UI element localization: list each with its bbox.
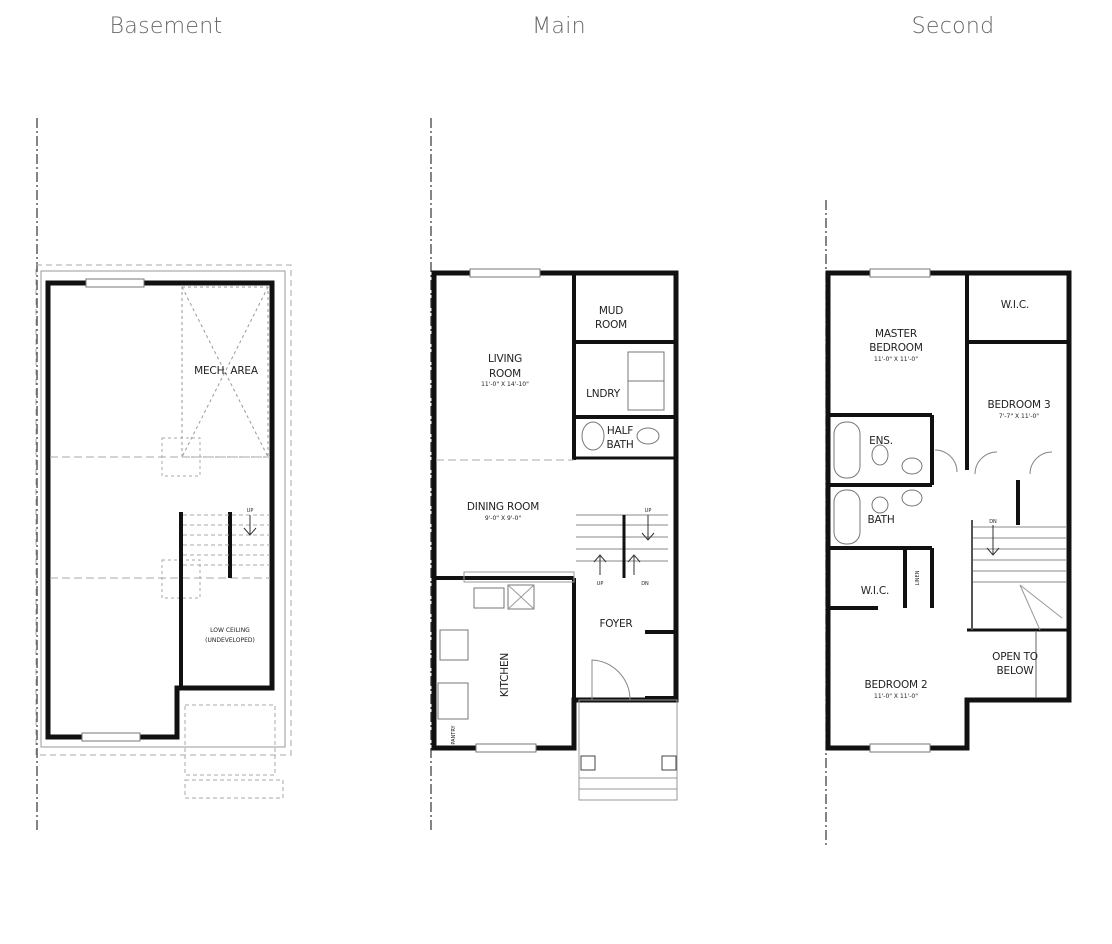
svg-text:UP: UP <box>247 508 254 514</box>
svg-text:BATH: BATH <box>606 439 633 451</box>
svg-text:(UNDEVELOPED): (UNDEVELOPED) <box>205 637 255 644</box>
svg-text:MECH. AREA: MECH. AREA <box>194 365 259 377</box>
svg-text:W.I.C.: W.I.C. <box>861 585 889 597</box>
svg-text:BEDROOM: BEDROOM <box>869 342 923 354</box>
svg-text:11'-0" X 11'-0": 11'-0" X 11'-0" <box>874 693 918 700</box>
svg-text:LOW CEILING: LOW CEILING <box>210 627 250 634</box>
svg-text:BEDROOM 2: BEDROOM 2 <box>864 679 927 691</box>
main-title: Main <box>532 14 586 39</box>
svg-text:FOYER: FOYER <box>599 618 632 630</box>
svg-text:7'-7" X 11'-0": 7'-7" X 11'-0" <box>999 413 1039 420</box>
svg-text:OPEN TO: OPEN TO <box>992 651 1038 663</box>
main-plan: MUD ROOM LIVING ROOM 11'-0" X 14'-10" LN… <box>430 118 679 830</box>
second-title: Second <box>911 14 995 39</box>
svg-text:LIVING: LIVING <box>488 353 522 365</box>
svg-text:UP: UP <box>597 581 604 587</box>
svg-text:ENS.: ENS. <box>869 435 893 447</box>
svg-text:DN: DN <box>641 581 649 587</box>
svg-text:BELOW: BELOW <box>997 665 1035 677</box>
svg-text:KITCHEN: KITCHEN <box>499 653 511 697</box>
svg-text:ROOM: ROOM <box>595 319 627 331</box>
second-plan: MASTER BEDROOM 11'-0" X 11'-0" W.I.C. BE… <box>825 200 1072 845</box>
svg-text:DINING ROOM: DINING ROOM <box>467 501 539 513</box>
svg-text:LNDRY: LNDRY <box>586 388 621 400</box>
svg-text:MUD: MUD <box>599 305 623 317</box>
svg-text:HALF: HALF <box>607 425 633 437</box>
svg-text:9'-0" X 9'-0": 9'-0" X 9'-0" <box>485 515 522 522</box>
svg-text:MASTER: MASTER <box>875 328 917 340</box>
basement-title: Basement <box>109 14 223 39</box>
svg-text:UP: UP <box>645 508 652 514</box>
svg-text:BATH: BATH <box>867 514 894 526</box>
svg-text:LINEN: LINEN <box>915 570 921 585</box>
svg-text:ROOM: ROOM <box>489 368 521 380</box>
svg-text:11'-0" X 14'-10": 11'-0" X 14'-10" <box>481 381 529 388</box>
svg-text:BEDROOM 3: BEDROOM 3 <box>987 399 1050 411</box>
svg-text:DN: DN <box>989 519 997 525</box>
basement-plan: MECH. AREA LOW CEILING (UNDEVELOPED) UP <box>35 118 292 830</box>
svg-text:PANTRY: PANTRY <box>451 724 457 744</box>
svg-text:11'-0" X 11'-0": 11'-0" X 11'-0" <box>874 356 918 363</box>
svg-text:W.I.C.: W.I.C. <box>1001 299 1029 311</box>
